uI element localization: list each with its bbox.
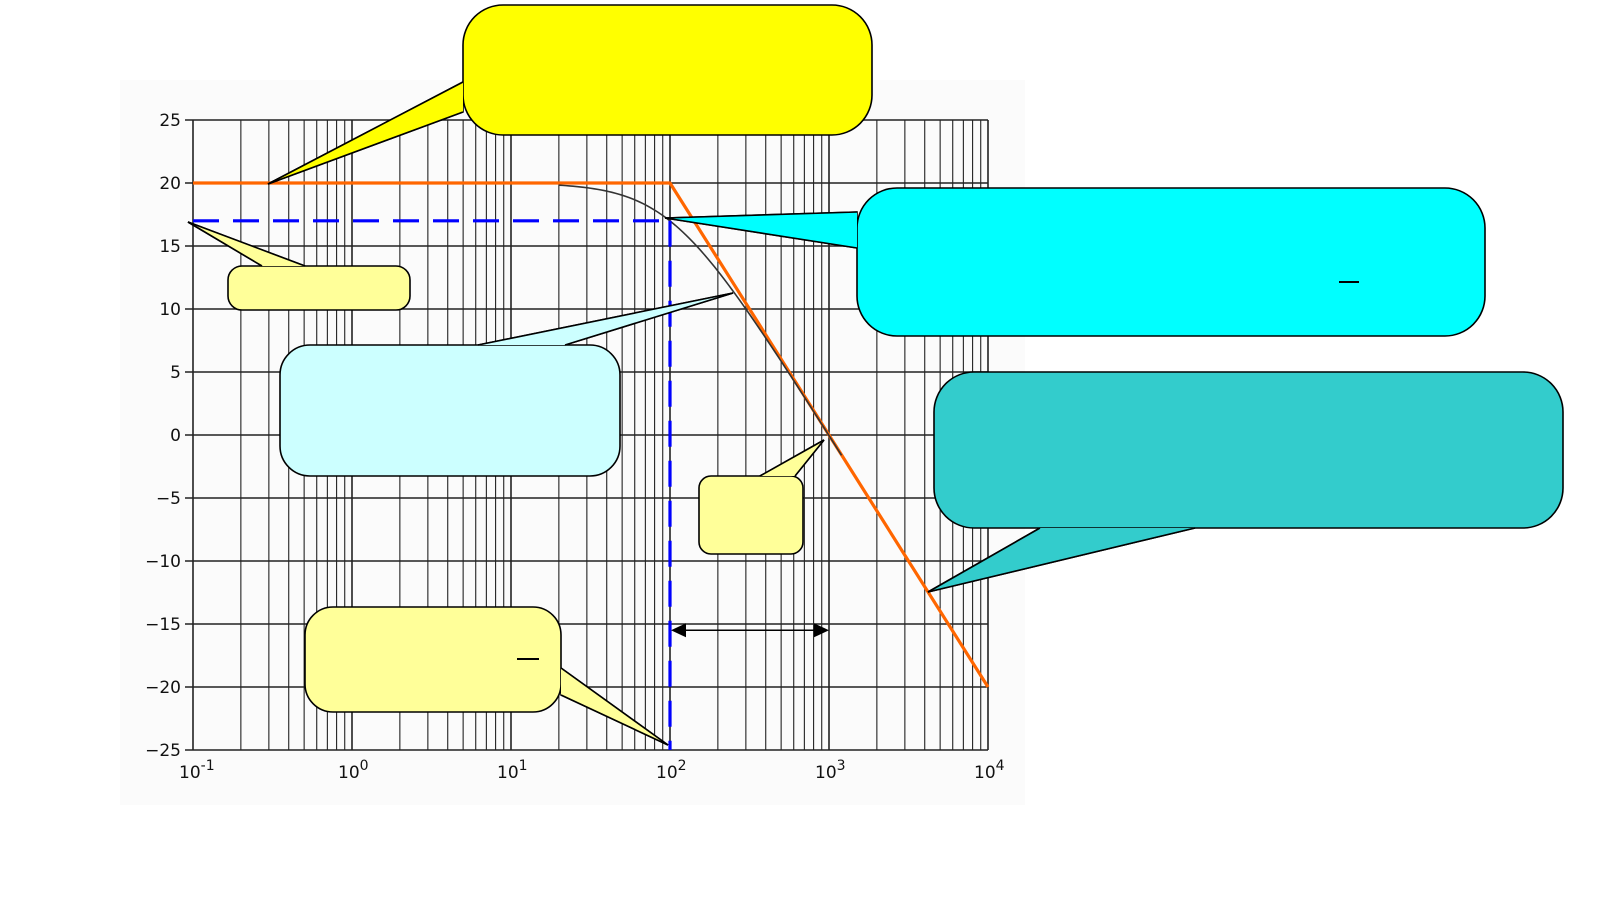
arrow-head-right [814,623,829,638]
series-line-1 [558,184,843,456]
callout-body [933,371,1564,529]
callout-light-cyan [279,292,734,477]
y-tick-label: −15 [145,615,181,635]
y-tick-label: −25 [145,741,181,761]
callout-tail-edge [477,292,734,346]
y-tick-label: −5 [156,489,181,509]
callout-body [227,265,411,311]
callout-tail-fill [665,212,857,248]
callout-cyan-right [664,187,1486,337]
arrow-head-left [671,623,686,638]
callout-tail-edge [267,81,464,185]
callout-small-yellow-mid [698,439,825,555]
callout-tail-edge [560,694,669,746]
series-line-0 [193,181,990,688]
x-tick-label: 10-1 [179,758,215,783]
y-tick-label: −20 [145,678,181,698]
callout-tail-edge [187,221,306,267]
y-tick-label: 25 [159,111,181,131]
callouts-layer [187,4,1564,746]
y-tick-label: 10 [159,300,181,320]
y-tick-label: 5 [170,363,181,383]
callout-bottom-yellow [304,606,669,746]
callout-tail-edge [794,439,825,477]
callout-tail-edge [187,221,263,267]
y-tick-label: 15 [159,237,181,257]
callout-top-yellow [267,4,873,185]
x-tick-label: 104 [974,758,1005,783]
callout-body [856,187,1486,337]
callout-tail-edge [664,211,858,219]
callout-tail-edge [560,667,669,746]
callout-teal [927,371,1564,593]
x-tick-label: 100 [338,758,369,783]
callout-tail-edge [267,111,464,185]
callout-small-yellow-left [187,221,411,311]
x-tick-label: 101 [497,758,528,783]
callout-tail-edge [927,527,1041,593]
y-tick-label: 20 [159,174,181,194]
x-tick-label: 103 [815,758,846,783]
callout-tail-edge [927,527,1196,593]
callout-tail-edge [664,217,858,249]
x-tick-label: 102 [656,758,687,783]
callout-body [462,4,873,136]
callout-tail-edge [564,292,734,346]
y-tick-label: 0 [170,426,181,446]
callout-body [698,475,804,555]
callout-body [304,606,562,713]
callout-body [279,344,621,477]
callout-tail-edge [759,439,825,477]
y-tick-label: −10 [145,552,181,572]
